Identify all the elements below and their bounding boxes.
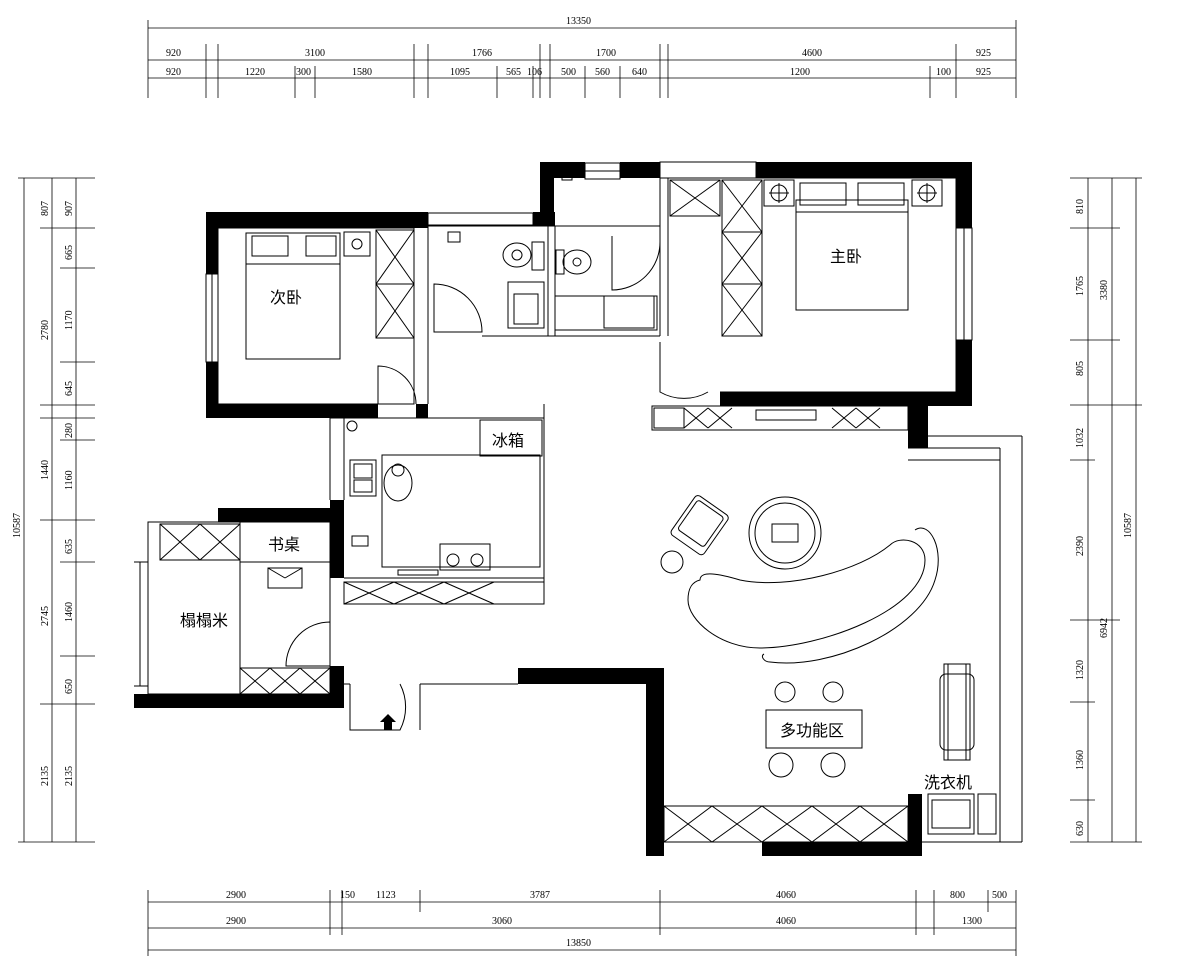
bottom-dimensions: 2900 150 1123 3787 4060 800 500 2900 306… [147,890,1017,956]
kitchen-cabinet [343,581,545,605]
right-dimensions: 810 1765 805 1032 2390 1320 1360 630 338… [1070,177,1142,843]
label-washing-machine: 洗衣机 [924,773,972,792]
door-tatami [285,621,331,667]
dim-right-o2: 10587 [1123,513,1134,538]
dim-left-i6: 1160 [64,470,75,490]
dim-top-r2-13: 925 [976,67,991,78]
room-labels: 次卧 主卧 冰箱 书桌 榻榻米 多功能区 洗衣机 [180,247,972,792]
dim-left-i3: 1170 [64,310,75,330]
kitchen-fixtures [346,420,491,576]
door-master [659,342,709,399]
dim-top-r2-5: 1095 [450,67,470,78]
dim-top-6: 925 [976,48,991,59]
dim-right-i4: 1032 [1075,428,1086,448]
dim-right-i2: 1765 [1075,276,1086,296]
dim-top-r2-11: 1200 [790,67,810,78]
dim-top-2: 3100 [305,48,325,59]
dim-top-r2-2: 1220 [245,67,265,78]
tatami-cabinets [159,523,331,695]
tv-cabinet [651,405,909,431]
dim-right-i7: 1360 [1075,750,1086,770]
door-bath-left [433,283,483,333]
dim-right-i6: 1320 [1075,660,1086,680]
dim-left-i5: 280 [64,423,75,438]
dim-top-r2-7: 106 [527,67,542,78]
dim-bot-2: 150 [340,890,355,901]
dim-right-o1: 3380 [1099,280,1110,300]
label-master-bedroom: 主卧 [830,247,862,266]
dim-right-i3: 805 [1075,361,1086,376]
dim-right-mid: 6942 [1099,618,1110,638]
dim-right-i8: 630 [1075,821,1086,836]
dim-left-o2: 2780 [40,320,51,340]
dim-bot-4: 3787 [530,890,550,901]
dim-top-r2-6: 565 [506,67,521,78]
label-refrigerator: 冰箱 [492,431,524,450]
wardrobe-master [669,179,763,337]
dim-bot-r2-1: 2900 [226,916,246,927]
left-dimensions: 10587 807 2780 1440 2745 2135 907 665 11… [12,177,95,843]
dim-left-i10: 2135 [64,766,75,786]
entrance-arrow-icon [380,714,396,730]
door-entrance [349,683,518,731]
dim-top-r2-10: 640 [632,67,647,78]
label-second-bedroom: 次卧 [270,288,302,307]
door-bath-right [611,236,661,291]
dim-bot-r2-3: 4060 [776,916,796,927]
label-desk: 书桌 [268,535,300,554]
dim-top-5: 4600 [802,48,822,59]
door-second-bedroom [377,365,417,405]
dim-top-total: 13350 [566,16,591,27]
dim-top-r2-3: 300 [296,67,311,78]
windows [205,161,973,363]
dim-left-o4: 2745 [40,606,51,626]
dim-bot-r2-2: 3060 [492,916,512,927]
dim-bot-total: 13850 [566,938,591,949]
dim-left-i7: 635 [64,539,75,554]
dim-bot-7: 500 [992,890,1007,901]
bed-master [763,179,943,311]
dim-left-o1: 807 [40,201,51,216]
dim-bot-r2-4: 1300 [962,916,982,927]
bathroom-fixtures [447,169,658,331]
dim-top-r2-12: 100 [936,67,951,78]
wardrobe-second [343,229,415,339]
dim-top-1: 920 [166,48,181,59]
dim-bot-3: 1123 [376,890,396,901]
doors [285,236,709,731]
dim-left-o5: 2135 [40,766,51,786]
top-dimensions: 13350 920 3100 1766 1700 4600 925 920 12… [147,16,1017,98]
dim-bot-1: 2900 [226,890,246,901]
dim-bot-5: 4060 [776,890,796,901]
dim-left-i1: 907 [64,201,75,216]
label-tatami: 榻榻米 [180,611,228,630]
dim-top-r2-8: 500 [561,67,576,78]
interior-lines [134,162,1023,843]
dim-top-4: 1700 [596,48,616,59]
dim-left-i9: 650 [64,679,75,694]
bed-second [245,232,341,360]
dim-top-r2-4: 1580 [352,67,372,78]
living-furniture [660,495,997,835]
dim-left-total: 10587 [12,513,23,538]
dim-left-i2: 665 [64,245,75,260]
dim-right-i5: 2390 [1075,536,1086,556]
walls [134,162,972,856]
dim-right-i1: 810 [1075,199,1086,214]
dim-left-i4: 645 [64,381,75,396]
bottom-cabinet [663,805,909,843]
label-multifunction-area: 多功能区 [780,721,844,740]
dim-top-r2-1: 920 [166,67,181,78]
dim-left-i8: 1460 [64,602,75,622]
dim-left-o3: 1440 [40,460,51,480]
dim-top-r2-9: 560 [595,67,610,78]
dim-top-3: 1766 [472,48,492,59]
dim-bot-6: 800 [950,890,965,901]
